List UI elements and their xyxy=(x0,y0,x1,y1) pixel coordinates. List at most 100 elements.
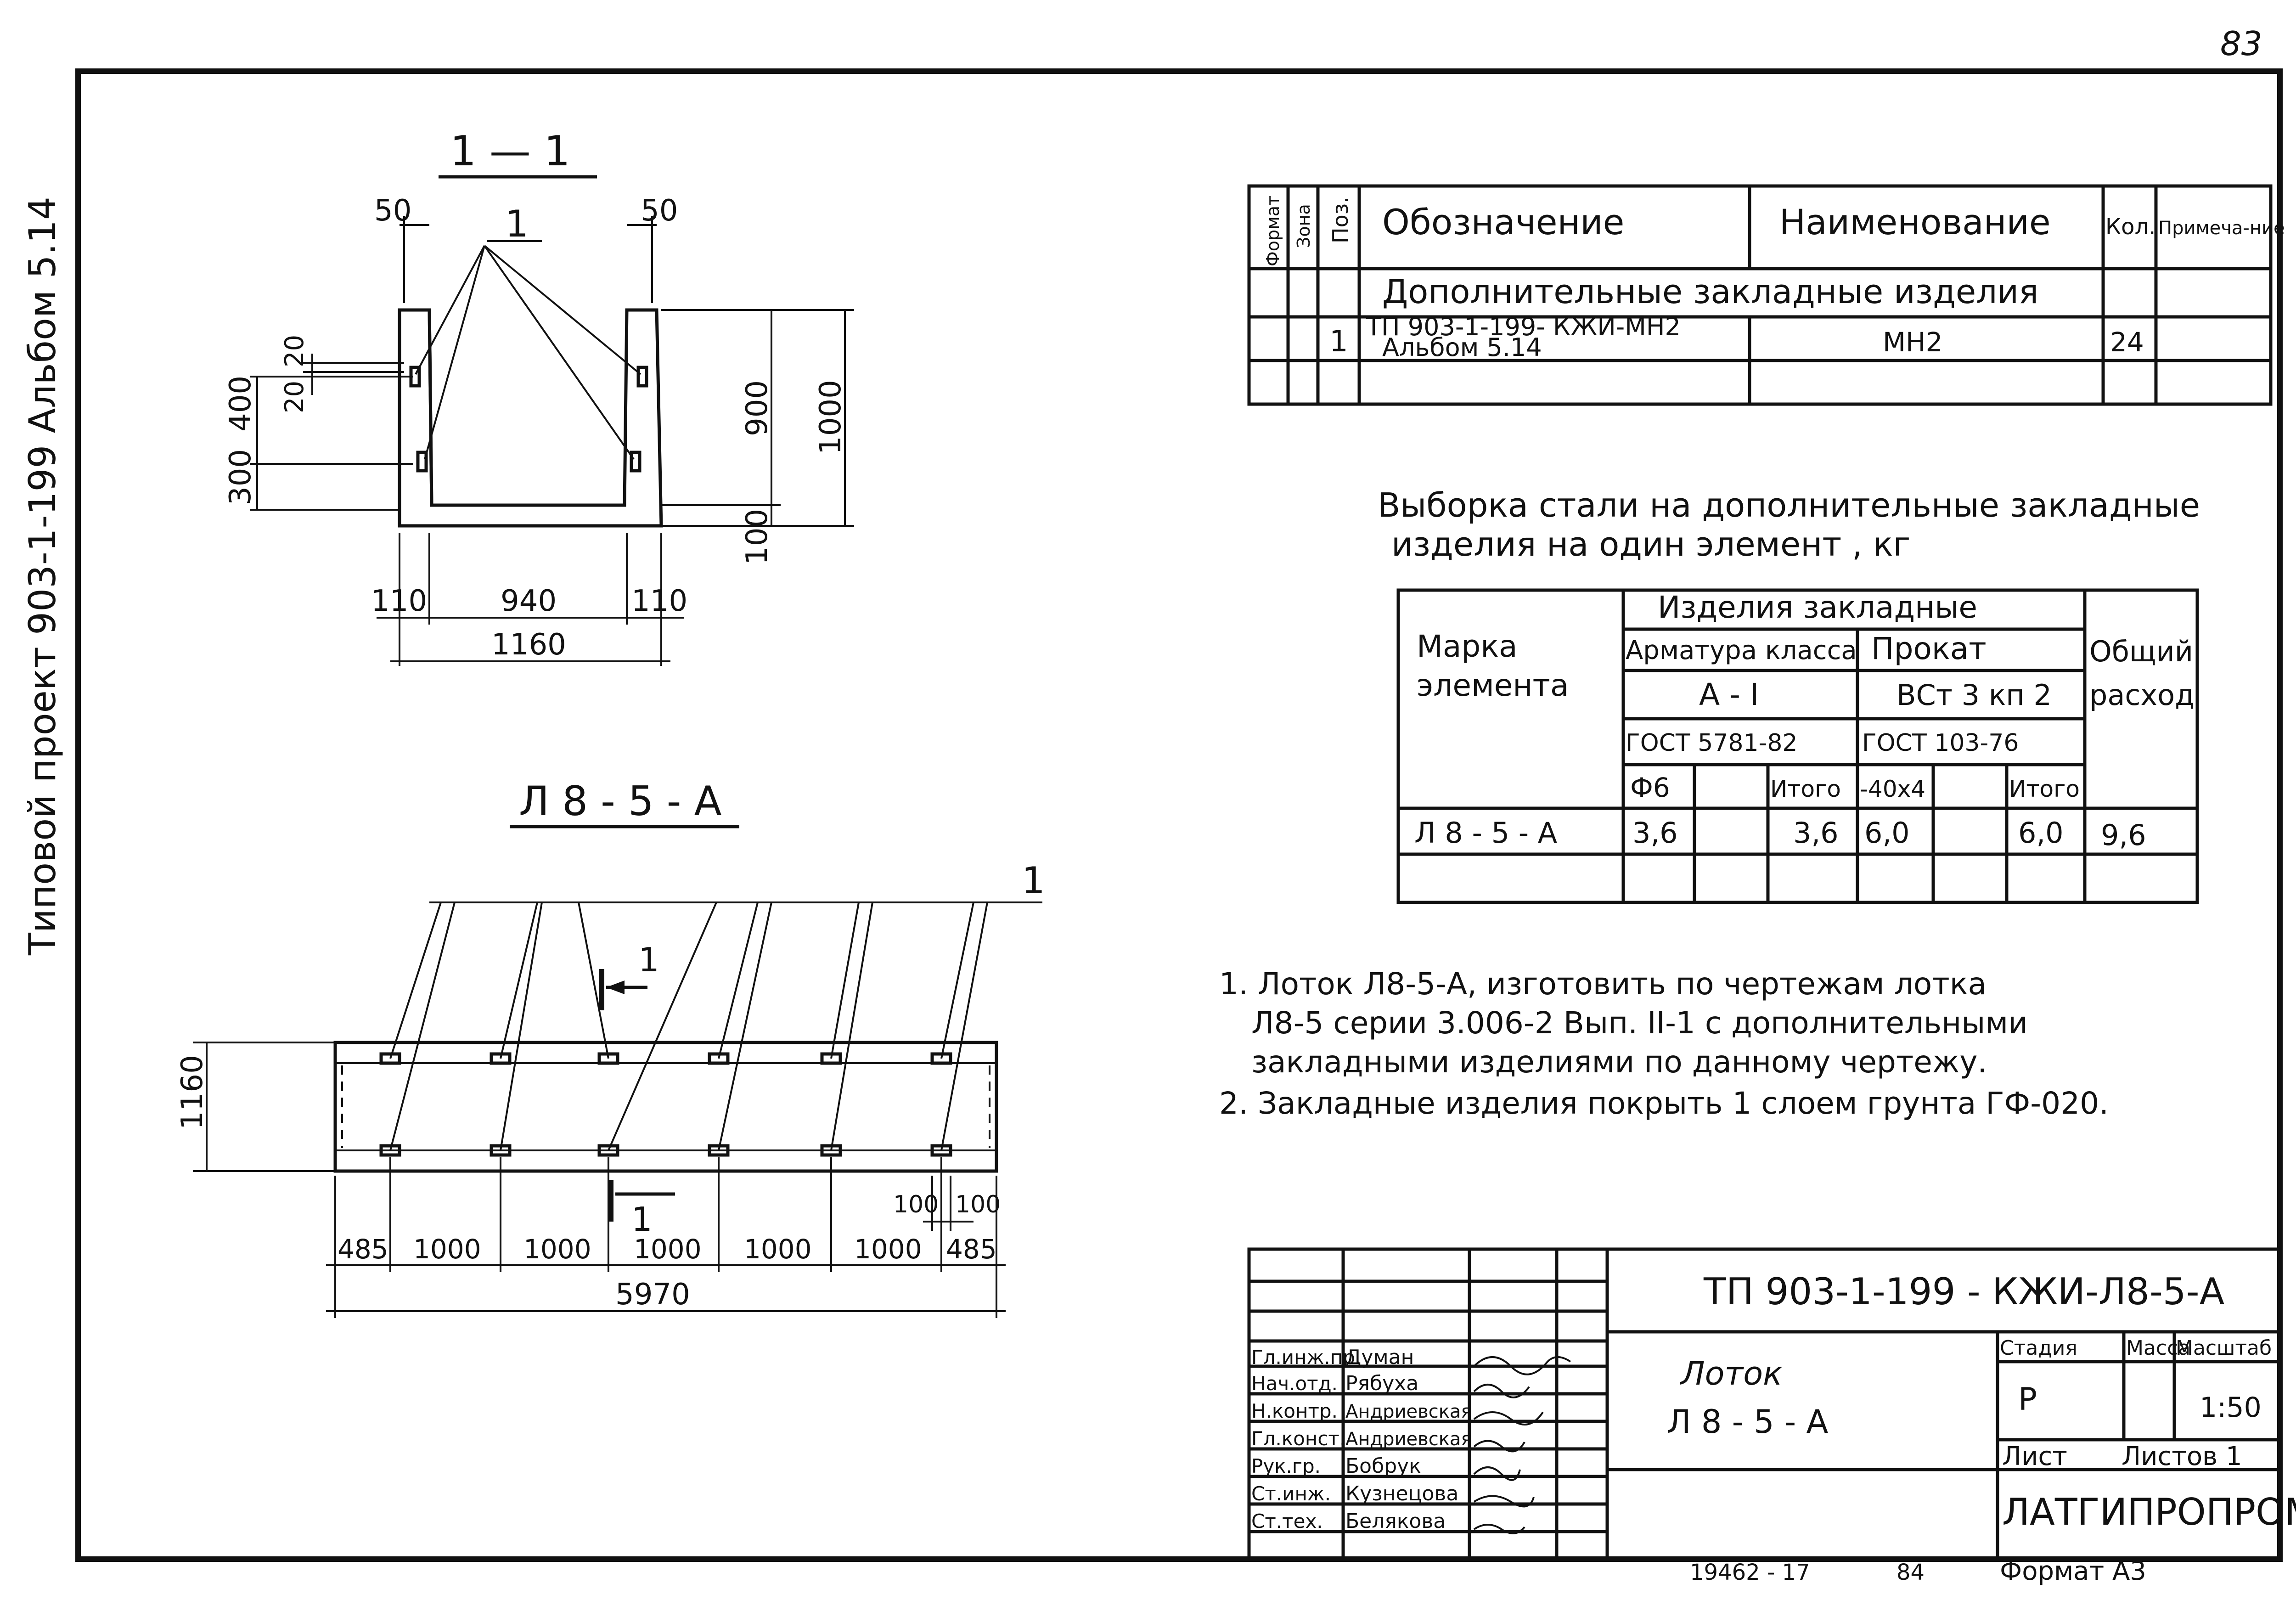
steel-rebar-class: А - I xyxy=(1699,677,1759,712)
plan-title: Л 8 - 5 - А xyxy=(519,777,722,825)
dim-100-a: 100 xyxy=(893,1191,939,1218)
note-1-line-3: закладными изделиями по данному чертежу. xyxy=(1251,1044,1987,1080)
spec-header-pos: Поз. xyxy=(1328,197,1353,243)
dim-20-b: 20 xyxy=(280,381,310,413)
spec-section-row: Дополнительные закладные изделия xyxy=(1382,272,2038,311)
slab-outline xyxy=(333,1041,998,1173)
plan-view: Л 8 - 5 - А 1 1 xyxy=(175,777,1045,1318)
stamp-role-7: Ст.тех. xyxy=(1251,1510,1323,1532)
dim-1160-plan: 1160 xyxy=(175,1055,209,1130)
dim-110-right: 110 xyxy=(631,584,687,618)
stamp-name-2: Рябуха xyxy=(1345,1372,1418,1395)
steel-row-total: 9,6 xyxy=(2101,818,2146,852)
cut-mark-bottom: 1 xyxy=(631,1200,653,1239)
spec-header-note: Примеча-ние xyxy=(2158,218,2285,239)
steel-header-total-2: расход xyxy=(2089,678,2195,712)
steel-row-itogo-2: 6,0 xyxy=(2018,816,2064,850)
plan-callout: 1 xyxy=(1022,859,1045,902)
stamp-role-2: Нач.отд. xyxy=(1251,1372,1338,1395)
stamp-name-6: Кузнецова xyxy=(1345,1482,1458,1505)
stamp-role-6: Ст.инж. xyxy=(1251,1482,1331,1505)
steel-col-itogo-2: Итого xyxy=(2009,776,2080,802)
steel-header-total: Общий xyxy=(2089,635,2193,668)
stamp-stage-label: Стадия xyxy=(2000,1336,2077,1360)
stamp-bottom-number: 19462 - 17 xyxy=(1690,1560,1810,1585)
steel-rolled-gost: ГОСТ 103-76 xyxy=(1862,729,2019,757)
specification-table: Формат Зона Поз. Обозначение Наименовани… xyxy=(1247,184,2285,406)
dim-1000-5: 1000 xyxy=(854,1234,922,1265)
dim-100-b: 100 xyxy=(955,1191,1001,1218)
stamp-item-name-1: Лоток xyxy=(1679,1355,1782,1392)
steel-header-mark-2: элемента xyxy=(1417,668,1569,703)
dim-1160: 1160 xyxy=(491,628,566,662)
dim-400: 400 xyxy=(224,376,258,432)
spec-row1-designation: ТП 903-1-199- КЖИ-МН2 xyxy=(1366,312,1681,341)
dim-100: 100 xyxy=(740,509,774,565)
note-2: 2. Закладные изделия покрыть 1 слоем гру… xyxy=(1219,1086,2109,1121)
stamp-name-4: Андриевская xyxy=(1345,1429,1472,1450)
dim-900: 900 xyxy=(740,380,774,436)
stamp-role-3: Н.контр. xyxy=(1251,1400,1338,1422)
dim-1000-2: 1000 xyxy=(523,1234,591,1265)
stamp-mass-label: Масса xyxy=(2126,1336,2190,1360)
steel-col-itogo-1: Итого xyxy=(1770,776,1841,802)
steel-col-40x4: -40х4 xyxy=(1860,776,1925,802)
stamp-role-4: Гл.конст. xyxy=(1251,1427,1345,1450)
steel-rebar-gost: ГОСТ 5781-82 xyxy=(1626,729,1798,757)
dim-1000: 1000 xyxy=(814,380,848,455)
stamp-name-1: Думан xyxy=(1345,1346,1414,1369)
steel-rolled-class: ВСт 3 кп 2 xyxy=(1896,678,2052,712)
dim-940: 940 xyxy=(501,584,557,618)
stamp-role-1: Гл.инж.пр. xyxy=(1251,1346,1361,1369)
stamp-scale-label: Масштаб xyxy=(2176,1336,2272,1360)
stamp-code: ТП 903-1-199 - КЖИ-Л8-5-А xyxy=(1703,1270,2225,1313)
stamp-name-5: Бобрук xyxy=(1345,1454,1421,1478)
stamp-stage: Р xyxy=(2018,1381,2037,1418)
steel-row-itogo-1: 3,6 xyxy=(1793,816,1839,850)
dim-1000-4: 1000 xyxy=(744,1234,812,1265)
stamp-sheets-label: Листов 1 xyxy=(2122,1442,2242,1471)
stamp-scale: 1:50 xyxy=(2200,1392,2262,1424)
dim-20-a: 20 xyxy=(280,335,310,367)
stamp-item-name-2: Л 8 - 5 - А xyxy=(1667,1403,1828,1441)
dim-485-left: 485 xyxy=(338,1234,388,1265)
stamp-format: Формат А3 xyxy=(2000,1556,2146,1586)
spec-row1-designation2: Альбом 5.14 xyxy=(1382,333,1542,362)
dim-5970: 5970 xyxy=(615,1278,690,1312)
title-block: ТП 903-1-199 - КЖИ-Л8-5-А Лоток Л 8 - 5 … xyxy=(1247,1247,2296,1586)
sheet-frame xyxy=(75,68,2283,1562)
dim-50-right: 50 xyxy=(641,194,678,228)
notes: 1. Лоток Л8-5-А, изготовить по чертежам … xyxy=(1219,966,2109,1121)
side-title: Типовой проект 903-1-199 Альбом 5.14 xyxy=(21,197,64,956)
stamp-organization: ЛАТГИПРОПРОМ xyxy=(2002,1491,2296,1533)
steel-row-mark: Л 8 - 5 - А xyxy=(1414,816,1557,850)
section-callout: 1 xyxy=(505,203,529,245)
spec-header-name: Наименование xyxy=(1779,202,2051,242)
spec-row1-name: МН2 xyxy=(1883,327,1943,358)
signatures xyxy=(1473,1356,1571,1534)
dim-1000-3: 1000 xyxy=(634,1234,702,1265)
cut-mark-top: 1 xyxy=(638,941,659,979)
steel-row-f6: 3,6 xyxy=(1632,816,1678,850)
section-1-1: 1 — 1 1 50 50 400 300 20 20 xyxy=(224,127,854,666)
stamp-name-7: Белякова xyxy=(1345,1510,1446,1533)
steel-header-items: Изделия закладные xyxy=(1658,590,1977,625)
spec-row1-qty: 24 xyxy=(2110,327,2144,358)
steel-header-rolled: Прокат xyxy=(1871,631,1986,666)
trough-section-outline xyxy=(398,308,663,528)
stamp-name-3: Андриевская xyxy=(1345,1401,1472,1422)
dim-50-left: 50 xyxy=(374,194,411,228)
spec-row1-pos: 1 xyxy=(1329,325,1348,359)
steel-title-line2: изделия на один элемент , кг xyxy=(1391,525,1910,563)
stamp-role-5: Рук.гр. xyxy=(1251,1455,1321,1477)
steel-header-rebar: Арматура класса xyxy=(1626,636,1857,665)
section-title: 1 — 1 xyxy=(450,127,570,175)
note-1-line-1: 1. Лоток Л8-5-А, изготовить по чертежам … xyxy=(1219,966,1986,1002)
spec-header-qty: Кол. xyxy=(2105,214,2155,240)
page-number: 83 xyxy=(2220,24,2262,63)
spec-header-zone: Зона xyxy=(1294,204,1314,248)
dim-1000-1: 1000 xyxy=(413,1234,481,1265)
steel-row-40x4: 6,0 xyxy=(1864,816,1910,850)
dim-300: 300 xyxy=(224,449,258,505)
